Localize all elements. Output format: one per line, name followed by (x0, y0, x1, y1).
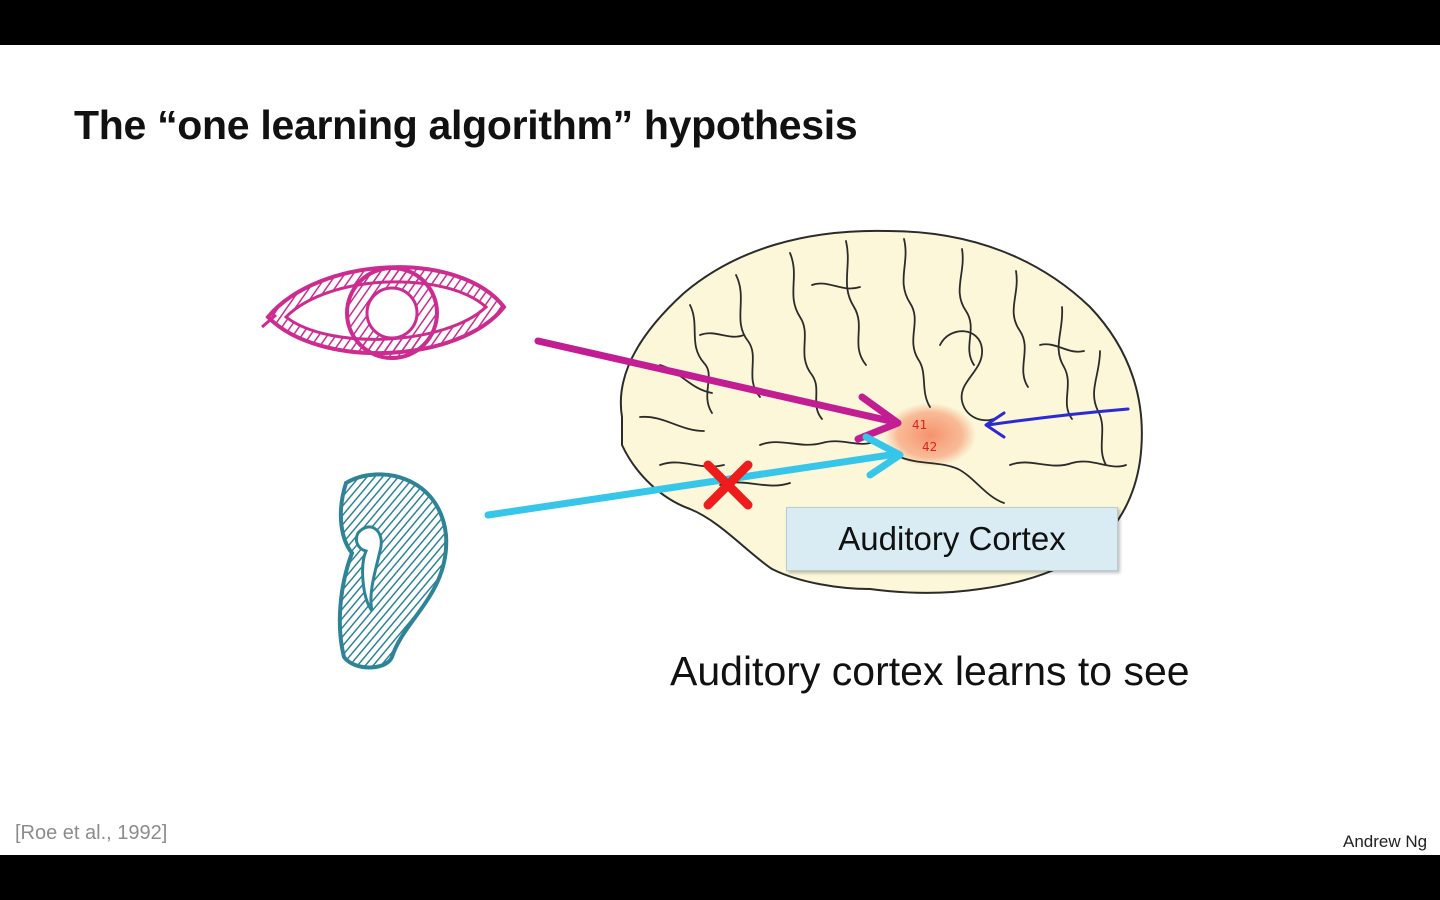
citation: [Roe et al., 1992] (15, 822, 168, 844)
auditory-cortex-label: Auditory Cortex (786, 507, 1118, 571)
auditory-cortex-highlight (884, 403, 976, 467)
author-name: Andrew Ng (1343, 832, 1428, 851)
side-input-arrow (984, 407, 1130, 439)
slide: The “one learning algorithm” hypothesis (0, 45, 1440, 855)
slide-title: The “one learning algorithm” hypothesis (74, 102, 858, 148)
hypothesis-diagram: 41 42 (261, 229, 1143, 670)
ear-icon (337, 472, 449, 670)
auditory-cortex-label-text: Auditory Cortex (838, 520, 1066, 557)
eye-icon (261, 265, 507, 360)
slide-caption: Auditory cortex learns to see (670, 648, 1190, 694)
area-label-42: 42 (922, 440, 937, 454)
cut-mark-icon (703, 460, 753, 510)
auditory-input-arrow (484, 433, 904, 519)
visual-input-arrow (534, 337, 902, 443)
area-label-41: 41 (912, 418, 927, 432)
